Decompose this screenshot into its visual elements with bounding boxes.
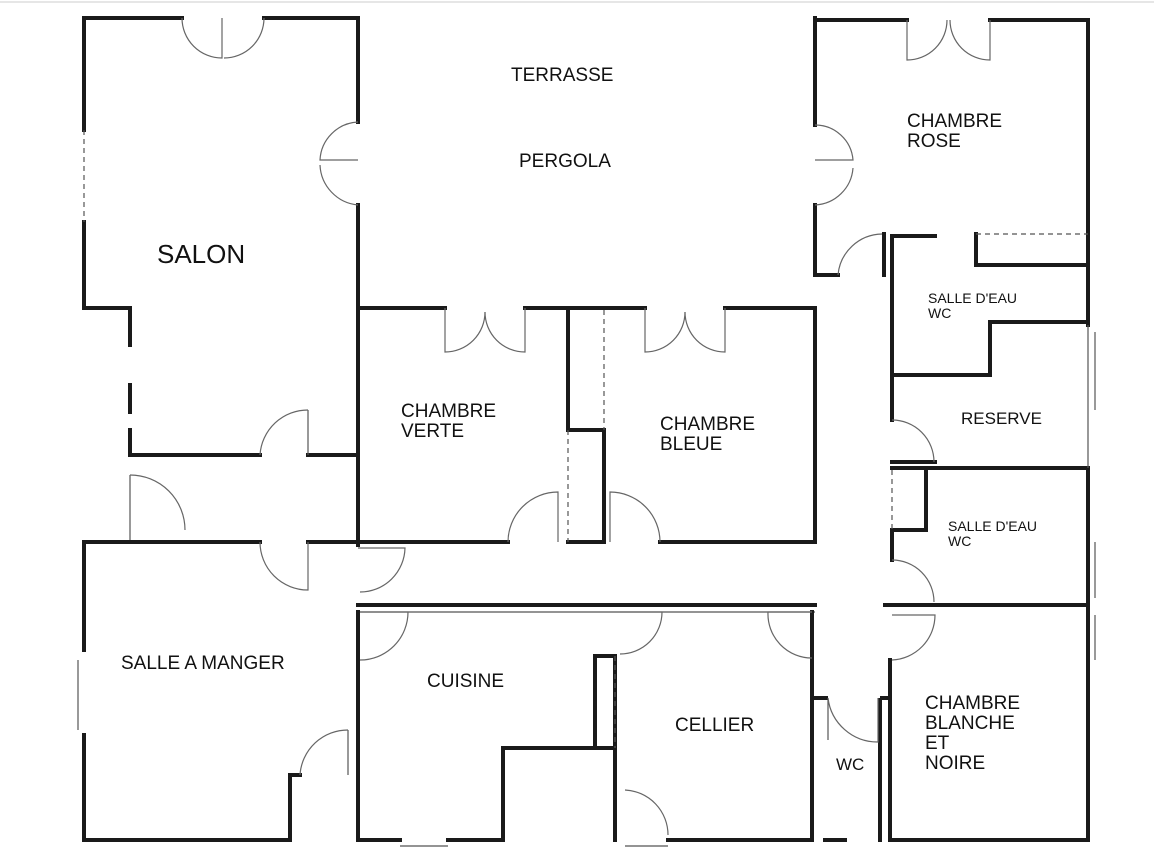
salle-a-manger-walls [77,540,360,842]
label-salle-eau-1: SALLE D'EAU WC [928,290,1018,321]
corridor-walls [356,603,817,613]
label-chambre-verte: CHAMBRE VERTE [401,401,497,442]
label-chambre-rose: CHAMBRE ROSE [907,111,1003,152]
chambre-rose-doors[interactable] [814,19,991,276]
right-column-walls [883,234,1096,612]
label-cuisine: CUISINE [427,671,505,692]
label-chambre-bleue: CHAMBRE BLEUE [660,414,756,455]
label-salle-a-manger: SALLE A MANGER [121,653,285,674]
cuisine-doors[interactable] [400,611,663,847]
label-terrasse: TERRASSE [511,65,614,86]
chambre-rose-walls [813,16,1090,327]
label-cellier: CELLIER [675,715,755,736]
salle-a-manger-doors[interactable] [259,541,409,776]
cellier-walls [666,610,814,842]
chambre-blanche-walls [888,608,1096,842]
cellier-doors[interactable] [624,611,813,847]
label-salle-eau-2: SALLE D'EAU WC [948,518,1038,549]
cuisine-walls [356,610,617,842]
label-reserve: RESERVE [961,409,1042,428]
chambres-doors[interactable] [444,308,726,543]
salon-walls [82,16,360,547]
label-chambre-blanche: CHAMBRE BLANCHE ET NOIRE [925,693,1021,774]
label-pergola: PERGOLA [519,151,611,172]
label-wc: WC [836,755,865,774]
wc-door[interactable] [827,697,879,743]
salon-doors[interactable] [83,17,359,531]
chambres-walls [356,306,817,544]
right-column-doors[interactable] [891,419,936,661]
label-salon: SALON [157,239,246,269]
